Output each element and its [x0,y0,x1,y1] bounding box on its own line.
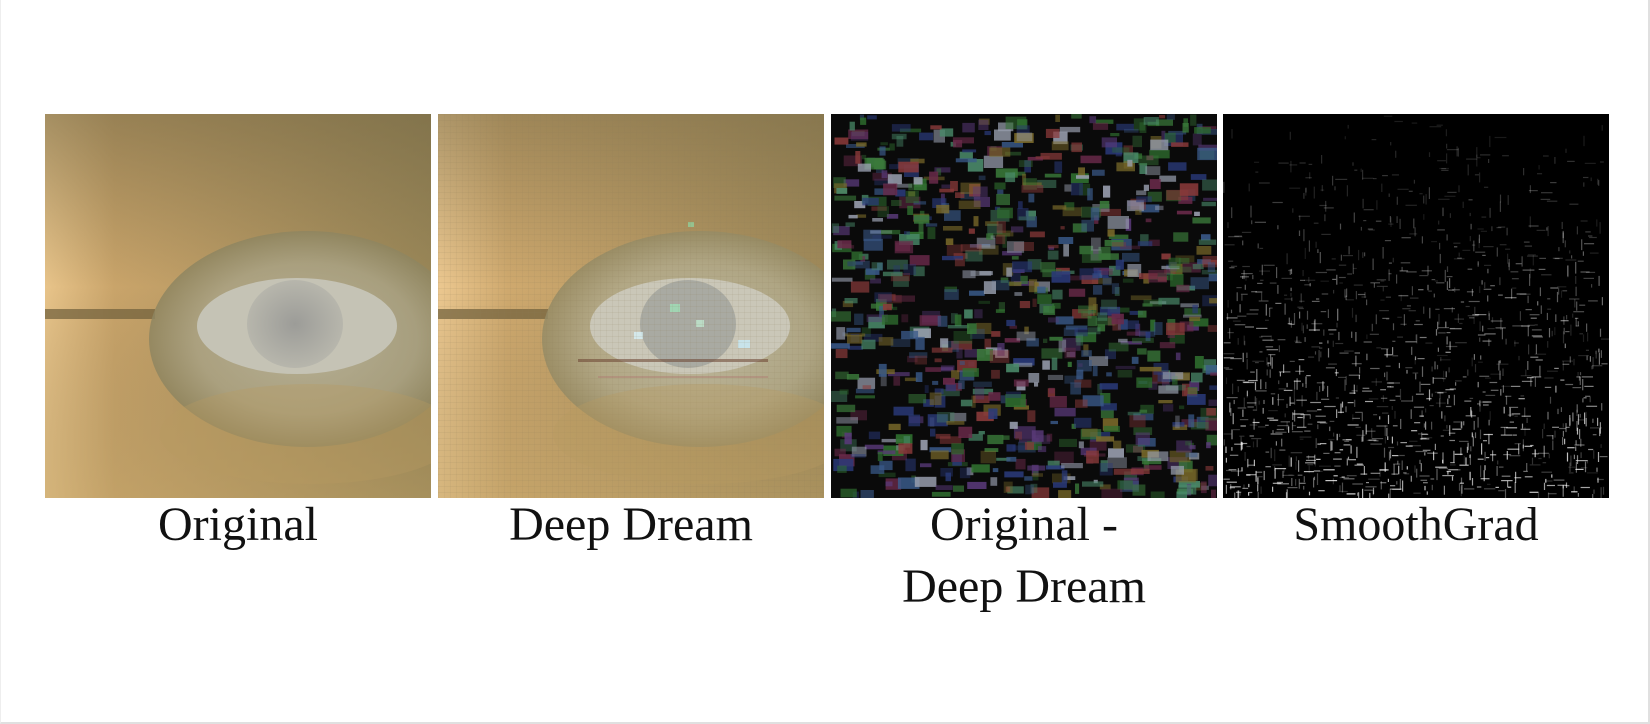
caption-difference: Original - Deep Dream [902,498,1146,613]
caption-smoothgrad: SmoothGrad [1293,498,1539,551]
deep-dream-image [438,114,824,498]
smoothgrad-image [1223,114,1609,498]
smoothgrad-map [1223,114,1609,498]
caption-deep-dream: Deep Dream [509,498,753,551]
difference-image [831,114,1217,498]
original-image [45,114,431,498]
caption-original: Original [158,498,318,551]
difference-noise [831,114,1217,498]
